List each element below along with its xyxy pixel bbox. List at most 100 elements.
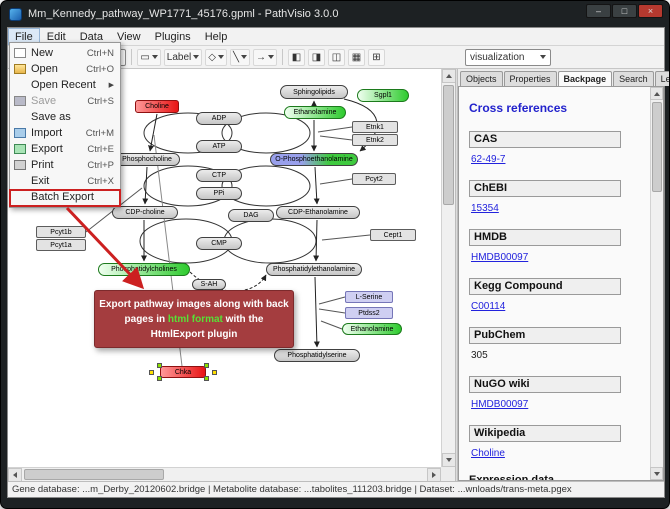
pathway-node-phosphatidylserine[interactable]: Phosphatidylserine [274,349,360,362]
tab-legend[interactable]: Legend [654,71,669,86]
menu-view[interactable]: View [116,31,141,43]
scroll-down-button[interactable] [442,453,455,467]
visualization-combobox[interactable]: visualization [465,48,551,66]
close-button[interactable]: × [638,4,663,18]
xref-link[interactable]: 62-49-7 [471,154,506,165]
pathway-node-dag[interactable]: DAG [228,209,274,222]
menu-plugins[interactable]: Plugins [154,31,191,43]
pathway-node-etnk2[interactable]: Etnk2 [352,134,398,146]
xref-link[interactable]: C00114 [471,301,506,312]
pathway-node-pcyt2[interactable]: Pcyt2 [352,173,396,185]
tab-properties[interactable]: Properties [503,71,557,86]
xref-section-hmdb: HMDB HMDB00097 [469,229,644,265]
file-menu-print[interactable]: Print Ctrl+P [10,157,120,173]
side-panel-tabs: Objects Properties Backpage Search Legen… [458,69,669,86]
scroll-up-button[interactable] [442,69,455,83]
pathway-node-pcyt1a[interactable]: Pcyt1a [36,239,86,251]
sidebar-scrollbar[interactable] [650,87,663,480]
scroll-up-button[interactable] [650,87,663,100]
label-tool-button[interactable]: Label [163,48,203,66]
tab-backpage[interactable]: Backpage [557,71,613,86]
scroll-thumb[interactable] [24,469,164,480]
pathway-node-phosphocholine[interactable]: Phosphocholine [114,153,180,166]
selection-handle[interactable] [204,363,209,368]
tab-search[interactable]: Search [613,71,654,86]
pathway-node-ctp[interactable]: CTP [196,169,242,182]
file-menu-open-recent[interactable]: Open Recent ▶ [10,77,120,93]
pathway-node-ptdss2[interactable]: Ptdss2 [345,307,393,319]
pathway-node-s-ah[interactable]: S-AH [192,279,226,290]
pathway-node-sphingolipids[interactable]: Sphingolipids [280,85,348,99]
menu-shortcut: Ctrl+O [86,63,114,75]
maximize-button[interactable]: □ [612,4,637,18]
pathway-node-cdp-choline[interactable]: CDP-choline [112,206,178,219]
canvas-vertical-scrollbar[interactable] [441,69,455,467]
pathway-node-choline[interactable]: Choline [135,100,179,113]
pathway-node-o-phosphoethanolamine[interactable]: O-Phosphoethanolamine [270,153,358,166]
grid-icon: ⊞ [372,51,381,63]
menu-item-label: Open Recent [31,79,96,91]
pathway-node-pcyt1b[interactable]: Pcyt1b [36,226,86,238]
stack-button[interactable]: ◫ [328,48,345,66]
pathway-node-ppi[interactable]: PPi [196,187,242,200]
pathway-node-sgpl1[interactable]: Sgpl1 [357,89,409,102]
pathway-node-chka-selected[interactable]: Chka [149,363,217,381]
xref-link[interactable]: HMDB00097 [471,399,529,410]
align-horizontal-icon: ◧ [291,51,302,63]
xref-link[interactable]: Choline [471,448,505,459]
expression-data-heading: Expression data [469,474,554,480]
pathway-node-ethanolamine-2[interactable]: Ethanolamine [342,323,402,335]
connector-tool-button[interactable]: → [253,48,277,66]
file-menu-open[interactable]: Open Ctrl+O [10,61,120,77]
submenu-arrow-icon: ▶ [108,82,114,89]
file-menu-save[interactable]: Save Ctrl+S [10,93,120,109]
selection-handle[interactable] [157,376,162,381]
pathway-node-cdp-ethanolamine[interactable]: CDP-Ethanolamine [276,206,360,219]
pathway-node-cmp[interactable]: CMP [196,237,242,250]
toolbar-separator [131,49,133,65]
xref-link[interactable]: 15354 [471,203,499,214]
scroll-left-button[interactable] [8,468,22,481]
tab-objects[interactable]: Objects [460,71,503,86]
shape-tool-button[interactable]: ◇ [205,48,227,66]
file-menu-save-as[interactable]: Save as [10,109,120,125]
file-menu-new[interactable]: New Ctrl+N [10,45,120,61]
pathway-node-phosphatidylcholines[interactable]: Phosphatidylcholines [98,263,190,276]
minimize-button[interactable]: – [586,4,611,18]
file-menu-export[interactable]: Export Ctrl+E [10,141,120,157]
pathway-node-etnk1[interactable]: Etnk1 [352,121,398,133]
align-horizontal-button[interactable]: ◧ [288,48,305,66]
align-vertical-button[interactable]: ◨ [308,48,325,66]
scroll-thumb[interactable] [652,102,662,192]
selection-handle[interactable] [149,370,154,375]
file-menu-import[interactable]: Import Ctrl+M [10,125,120,141]
scroll-right-button[interactable] [427,468,441,481]
xref-link[interactable]: HMDB00097 [471,252,529,263]
arrow-up-icon [653,91,660,96]
pathway-node-adp[interactable]: ADP [196,112,242,125]
scroll-down-button[interactable] [650,467,663,480]
menu-edit[interactable]: Edit [46,31,66,43]
file-menu-exit[interactable]: Exit Ctrl+X [10,173,120,189]
file-menu-batch-export[interactable]: Batch Export [10,189,120,205]
selection-handle[interactable] [212,370,217,375]
pathway-node-cept1[interactable]: Cept1 [370,229,416,241]
datanode-icon: ▭ [140,51,150,63]
canvas-horizontal-scrollbar[interactable] [8,467,441,481]
panel-splitter[interactable] [455,69,458,481]
selection-handle[interactable] [204,376,209,381]
datanode-tool-button[interactable]: ▭ [137,48,161,66]
line-tool-button[interactable]: ╲ [229,48,250,66]
selection-handle[interactable] [157,363,162,368]
menu-help[interactable]: Help [204,31,228,43]
menu-data[interactable]: Data [79,31,103,43]
grid-button[interactable]: ⊞ [368,48,385,66]
pathway-node-atp[interactable]: ATP [196,140,242,153]
common-size-button[interactable]: ▦ [348,48,365,66]
scroll-thumb[interactable] [443,85,454,205]
xref-section-kegg: Kegg Compound C00114 [469,278,644,314]
pathway-node-phosphatidylethanolamine[interactable]: Phosphatidylethanolamine [266,263,362,276]
pathway-node-ethanolamine[interactable]: Ethanolamine [284,106,346,119]
pathway-node-l-serine[interactable]: L-Serine [345,291,393,303]
chevron-down-icon [217,55,224,59]
